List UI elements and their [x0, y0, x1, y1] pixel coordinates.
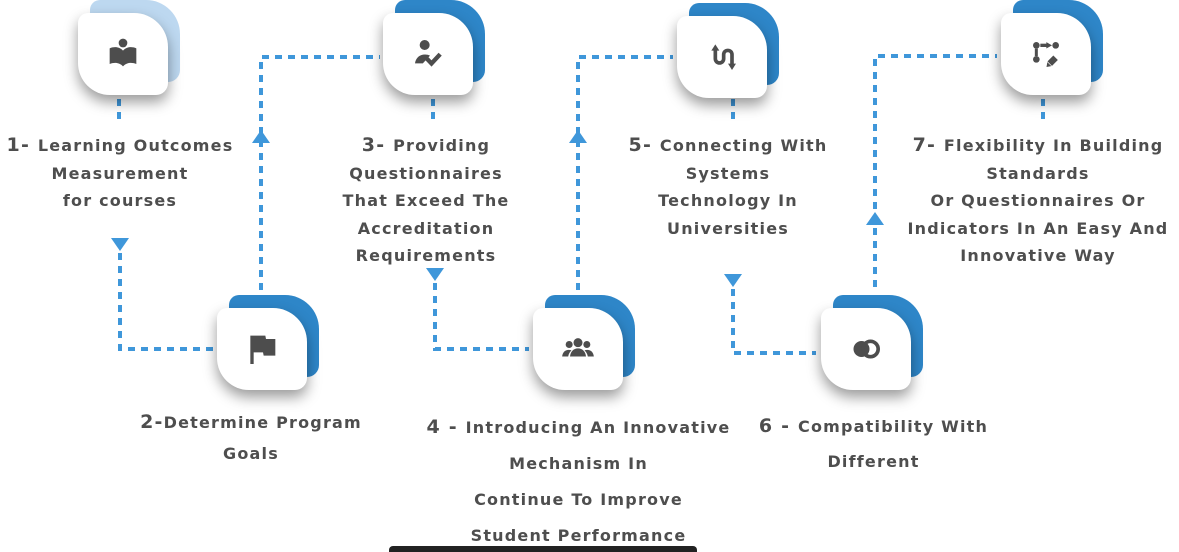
step-number: 5- [628, 134, 660, 156]
flag-icon [250, 335, 276, 364]
step-number: 7- [912, 134, 944, 156]
step-number: 1- [6, 134, 38, 156]
connector-6-to-7 [873, 54, 997, 287]
step-4-card-face [533, 308, 623, 390]
step-6-card [821, 295, 923, 390]
step-number: 4 - [426, 416, 466, 438]
arrow-down-icon [724, 274, 742, 287]
step-1-card-face [78, 13, 168, 95]
step-7-card [1001, 0, 1103, 95]
step-2-card [217, 295, 319, 390]
connector-2-to-3 [259, 55, 380, 290]
person-check-icon [415, 40, 442, 67]
connector-1-to-2 [118, 253, 213, 351]
connector-5-to-6 [731, 289, 816, 355]
step-1-card [78, 0, 180, 95]
arrow-down-icon [111, 238, 129, 251]
cropped-bottom-bar [389, 546, 697, 552]
step-5-card-face [677, 16, 767, 98]
step-3-card [383, 0, 485, 95]
arrow-up-icon [569, 130, 587, 143]
step-1-label: 1- Learning Outcomes Measurement for cou… [6, 134, 234, 210]
step-2-card-face [217, 308, 307, 390]
route-edit-icon [1033, 42, 1059, 67]
step-4-card [533, 295, 635, 390]
step-number: 3- [361, 134, 394, 156]
step-7-card-face [1001, 13, 1091, 95]
arrow-down-icon [426, 268, 444, 281]
step-3-card-face [383, 13, 473, 95]
book-reader-icon [109, 38, 137, 67]
step-number: 6 - [758, 415, 798, 437]
arrow-up-icon [252, 130, 270, 143]
step-5-card [677, 3, 779, 98]
step-3-label: 3- Providing Questionnaires That Exceed … [342, 134, 510, 265]
arrow-up-icon [866, 212, 884, 225]
step-number: 2- [140, 411, 164, 433]
step-5-label: 5- Connecting With Systems Technology In… [628, 134, 828, 238]
blend-circles-icon [853, 339, 881, 359]
step-6-label: 6 - Compatibility With Different [758, 415, 989, 471]
step-4-label: 4 - Introducing An Innovative Mechanism … [426, 416, 731, 545]
people-group-icon [562, 338, 594, 357]
shuffle-arrows-icon [711, 44, 736, 70]
step-2-label: 2-Determine Program Goals [140, 411, 362, 463]
connector-3-to-4 [433, 283, 529, 351]
step-7-label: 7- Flexibility In Building Standards Or … [907, 134, 1169, 265]
step-6-card-face [821, 308, 911, 390]
